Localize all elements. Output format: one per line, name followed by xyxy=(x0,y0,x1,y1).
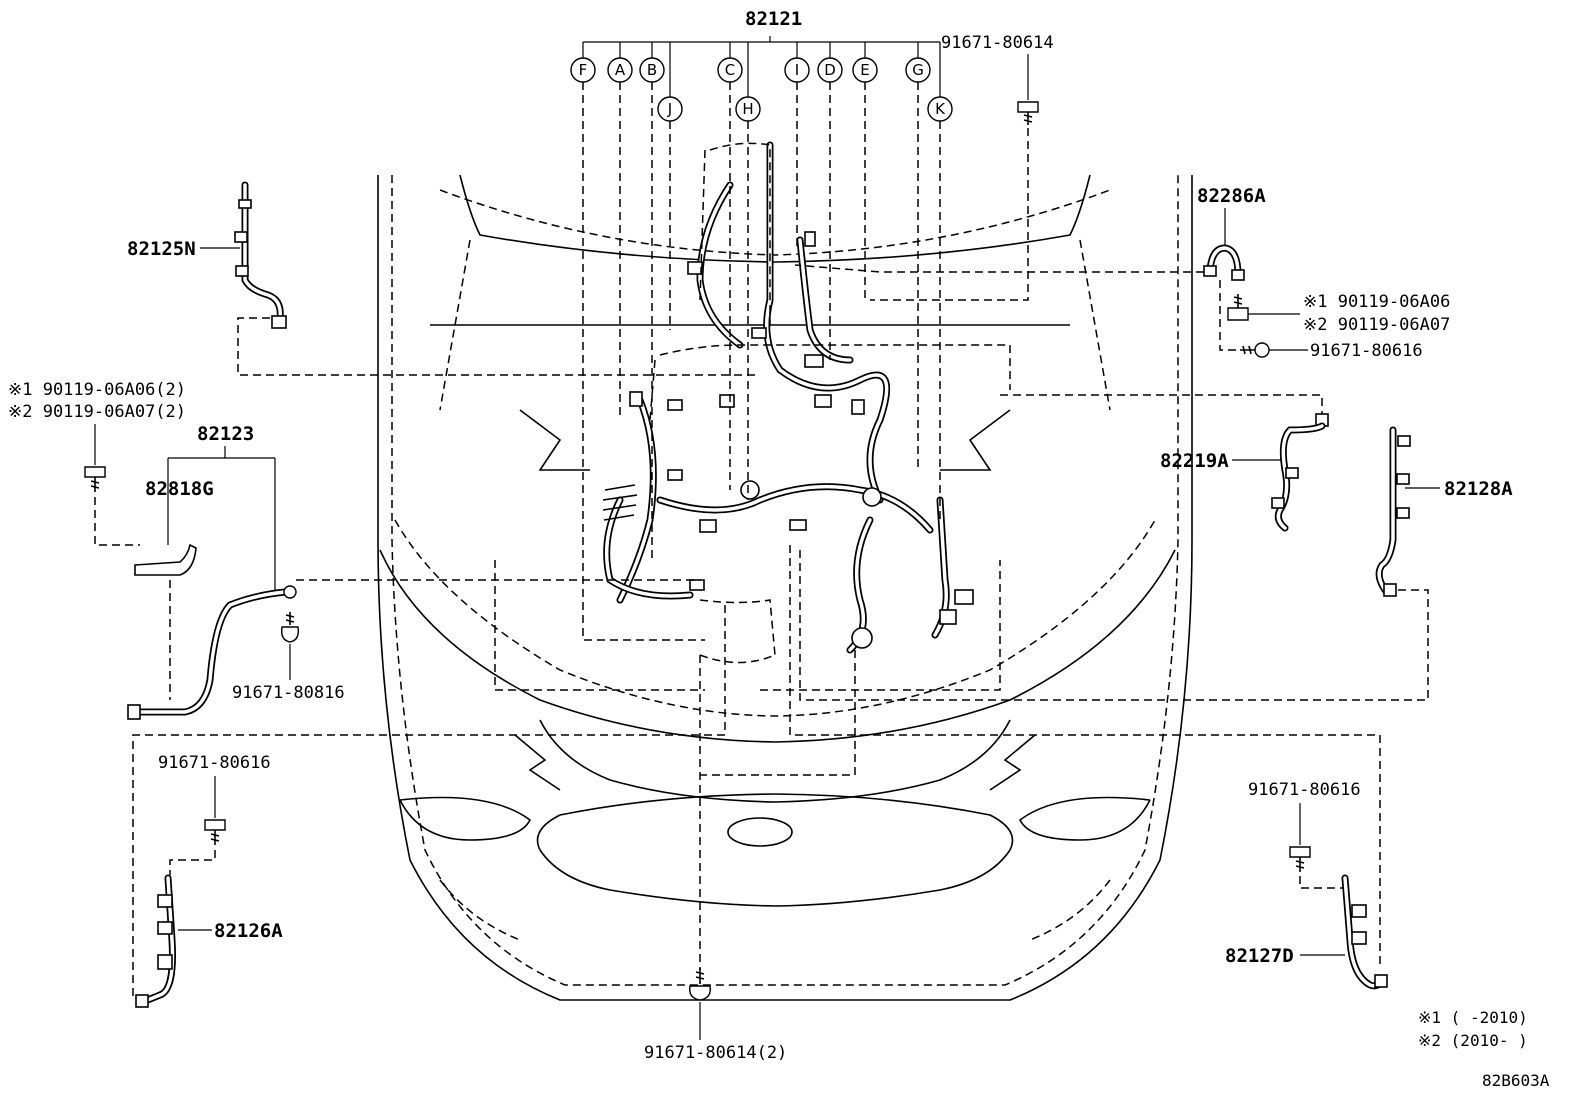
svg-text:H: H xyxy=(742,100,753,118)
bolt-icon xyxy=(1017,101,1039,113)
callout-circles: F A B J C H I D E G K xyxy=(570,57,953,122)
svg-text:C: C xyxy=(725,61,735,79)
bolt-top-group: 91671-80614 xyxy=(870,33,1054,301)
label-91671-80614-bottom: 91671-80614(2) xyxy=(644,1043,787,1063)
svg-text:A: A xyxy=(615,61,626,79)
callout-ladder-82121 xyxy=(582,36,941,641)
svg-text:J: J xyxy=(667,100,672,118)
label-91671-80616-right: 91671-80616 xyxy=(1310,341,1423,361)
svg-text:B: B xyxy=(647,61,657,79)
bracket-82818g xyxy=(134,543,197,576)
label-90119-06a06-right: ※1 90119-06A06 xyxy=(1303,292,1450,312)
svg-text:D: D xyxy=(824,61,836,79)
label-82123: 82123 xyxy=(197,423,254,445)
label-82127d: 82127D xyxy=(1225,945,1294,967)
part-82123-group: 82123 82818G 91671-80816 xyxy=(127,423,700,720)
svg-text:K: K xyxy=(935,100,946,118)
callout-f: F xyxy=(570,57,596,83)
callout-d: D xyxy=(817,57,843,83)
bolt-icon xyxy=(204,819,226,831)
label-82818g: 82818G xyxy=(145,478,214,500)
part-82127d-group: 91671-80616 82127D xyxy=(700,545,1388,990)
part-82219a-group: 82219A xyxy=(1000,394,1329,532)
bolt-icon xyxy=(84,466,106,478)
label-91671-80816: 91671-80816 xyxy=(232,683,345,703)
svg-text:E: E xyxy=(860,61,869,79)
legend-note-2: ※2 (2010- ) xyxy=(1418,1031,1528,1050)
bolt-bottom-group: 91671-80614(2) xyxy=(644,655,787,1063)
bolt-icon xyxy=(1289,846,1311,858)
part-82286a-group: 82286A ※1 90119-06A06 ※2 90119-06A07 916… xyxy=(794,185,1450,361)
label-91671-80616-lower-right: 91671-80616 xyxy=(1248,780,1361,800)
legend-note-1: ※1 ( -2010) xyxy=(1418,1008,1528,1027)
callout-j: J xyxy=(657,96,683,122)
callout-h: H xyxy=(735,96,761,122)
label-91671-80616-left: 91671-80616 xyxy=(158,753,271,773)
vehicle-outline xyxy=(377,174,1193,1001)
callout-c: C xyxy=(717,57,743,83)
diagram-code: 82B603A xyxy=(1482,1071,1550,1090)
label-82219a: 82219A xyxy=(1160,450,1229,472)
label-82125n: 82125N xyxy=(127,238,196,260)
callout-g: G xyxy=(905,57,931,83)
bolt-icon xyxy=(1227,307,1249,321)
engine-harness-assembly xyxy=(602,141,1011,664)
callout-e: E xyxy=(852,57,878,83)
svg-text:F: F xyxy=(579,61,588,79)
bolt-icon xyxy=(280,626,300,643)
svg-text:I: I xyxy=(795,61,799,79)
label-82128a: 82128A xyxy=(1444,478,1513,500)
label-82126a: 82126A xyxy=(214,920,283,942)
callout-k: K xyxy=(927,96,953,122)
label-90119-06a06-left: ※1 90119-06A06(2) xyxy=(8,380,186,400)
part-82128a-group: 82128A xyxy=(799,426,1513,701)
part-82126a-group: 91671-80616 82126A xyxy=(132,605,726,1008)
callout-i: I xyxy=(784,57,810,83)
left-fastener-group: ※1 90119-06A06(2) ※2 90119-06A07(2) xyxy=(8,380,186,546)
part-82125n-group: 82125N xyxy=(127,181,760,376)
bolt-icon xyxy=(689,985,711,1001)
bolt-icon xyxy=(1254,342,1270,358)
svg-text:G: G xyxy=(912,61,924,79)
label-82286a: 82286A xyxy=(1197,185,1266,207)
label-90119-06a07-left: ※2 90119-06A07(2) xyxy=(8,402,186,422)
label-91671-80614-top: 91671-80614 xyxy=(941,33,1054,53)
label-82121: 82121 xyxy=(745,8,802,30)
label-90119-06a07-right: ※2 90119-06A07 xyxy=(1303,315,1450,335)
callout-a: A xyxy=(607,57,633,83)
callout-b: B xyxy=(639,57,665,83)
